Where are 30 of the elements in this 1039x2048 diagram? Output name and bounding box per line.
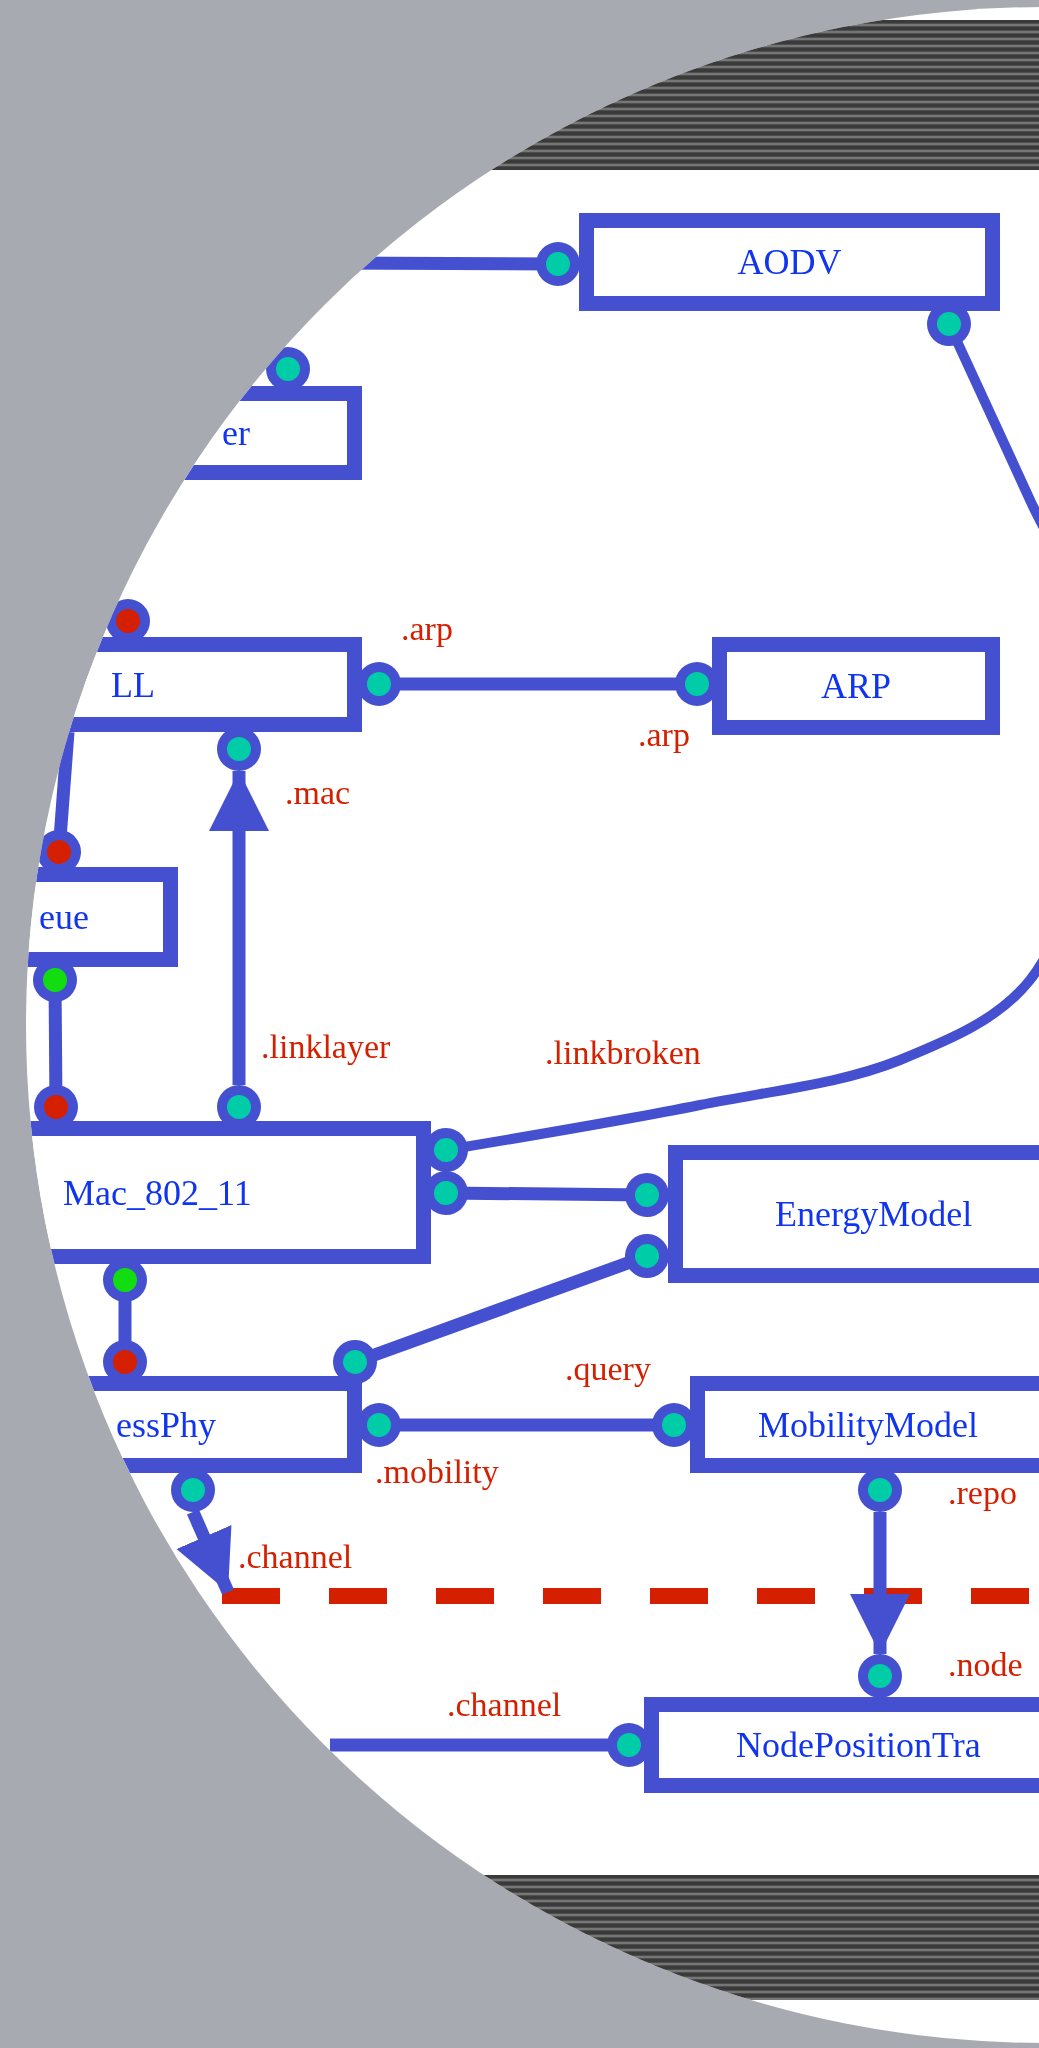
module-name: er [222, 415, 250, 451]
module-name: NodePositionTra [736, 1727, 981, 1763]
module-name: eue [39, 899, 89, 935]
edge-label: .channel [238, 1540, 353, 1574]
module-name: LL [111, 666, 155, 703]
module-name: essPhy [116, 1406, 217, 1443]
port-label: .arp [638, 718, 690, 752]
module-box [579, 213, 1000, 311]
module-name: EnergyModel [775, 1196, 973, 1232]
module-box [712, 637, 1000, 735]
arrow [850, 1512, 910, 1654]
module-name: AODV [737, 244, 842, 280]
connector-line [333, 1234, 669, 1384]
edge-label: .arp [401, 612, 453, 646]
arrow [209, 771, 269, 1085]
edge-label: .linklayer [261, 1030, 391, 1064]
edge-label: .query [565, 1352, 651, 1386]
edge-label: .channel [447, 1688, 562, 1722]
arrow [176, 1509, 234, 1595]
port-label: .repo [948, 1476, 1017, 1510]
module-name: Mac_802_11 [63, 1174, 252, 1211]
module-box [644, 1697, 1039, 1793]
module-name: MobilityModel [758, 1406, 978, 1443]
module-box [690, 1376, 1039, 1473]
edge-label: .linkbroken [545, 1036, 701, 1070]
port-label: .mobility [375, 1455, 499, 1489]
port-label: .node [948, 1648, 1023, 1682]
module-name: ARP [821, 668, 891, 704]
module-box [668, 1145, 1039, 1283]
port-label: .mac [285, 776, 351, 810]
